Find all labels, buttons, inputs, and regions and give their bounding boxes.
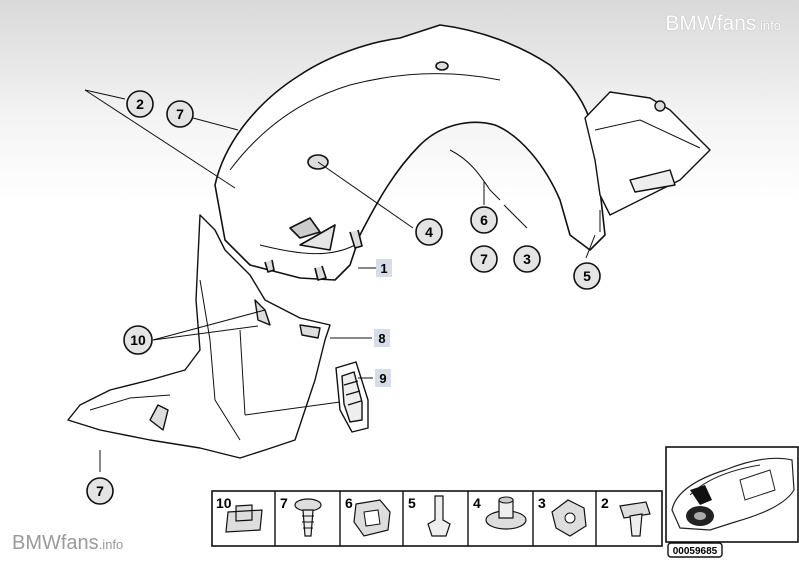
clip-nut-icon (225, 504, 263, 533)
label-1: 1 (376, 259, 392, 277)
wheel-arch-liner (214, 24, 606, 281)
watermark-top: BMWfans.info (665, 12, 781, 35)
callout-7-bottom: 7 (86, 477, 114, 505)
callout-4: 4 (415, 218, 443, 246)
svg-text:6: 6 (345, 495, 353, 511)
front-lower-liner (67, 214, 331, 459)
svg-text:7: 7 (96, 483, 104, 499)
svg-text:10: 10 (130, 332, 146, 348)
strip-cell-5: 5 (408, 495, 451, 537)
svg-text:6: 6 (480, 212, 488, 228)
strip-cell-6: 6 (345, 495, 391, 537)
callout-7-mid: 7 (470, 245, 498, 273)
label-8: 8 (374, 329, 390, 347)
svg-text:7: 7 (480, 251, 488, 267)
callout-5: 5 (573, 262, 601, 290)
strip-cell-2: 2 (601, 495, 651, 537)
svg-text:1: 1 (380, 261, 387, 276)
svg-text:00059685: 00059685 (673, 546, 718, 557)
callout-6: 6 (470, 206, 498, 234)
strip-cell-4: 4 (473, 495, 527, 530)
strip-cell-3: 3 (538, 495, 587, 537)
strip-cell-7: 7 (280, 495, 322, 537)
callout-7-top: 7 (166, 100, 194, 128)
svg-text:4: 4 (425, 224, 433, 240)
part-number-badge: 00059685 (667, 542, 723, 558)
svg-text:8: 8 (378, 331, 385, 346)
callout-10: 10 (123, 325, 153, 355)
svg-text:2: 2 (136, 96, 144, 112)
svg-text:5: 5 (408, 495, 416, 511)
strip-cell-10: 10 (216, 495, 263, 533)
leader-lines (84, 89, 601, 472)
callout-2: 2 (126, 90, 154, 118)
vent-grille (335, 361, 369, 433)
svg-text:3: 3 (538, 495, 546, 511)
push-rivet-icon (427, 495, 451, 537)
svg-text:2: 2 (601, 495, 609, 511)
screw-icon (294, 498, 322, 512)
svg-text:7: 7 (280, 495, 288, 511)
rear-liner-tray (584, 91, 711, 216)
parts-strip: 10 7 6 5 4 3 (211, 490, 663, 547)
svg-text:5: 5 (583, 268, 591, 284)
car-locator (665, 446, 799, 543)
svg-text:3: 3 (523, 251, 531, 267)
watermark-bottom: BMWfans.info (12, 532, 124, 554)
label-9: 9 (375, 369, 391, 387)
callout-3: 3 (513, 245, 541, 273)
svg-text:7: 7 (176, 106, 184, 122)
svg-text:9: 9 (379, 371, 386, 386)
svg-text:4: 4 (473, 495, 481, 511)
svg-text:10: 10 (216, 495, 232, 511)
